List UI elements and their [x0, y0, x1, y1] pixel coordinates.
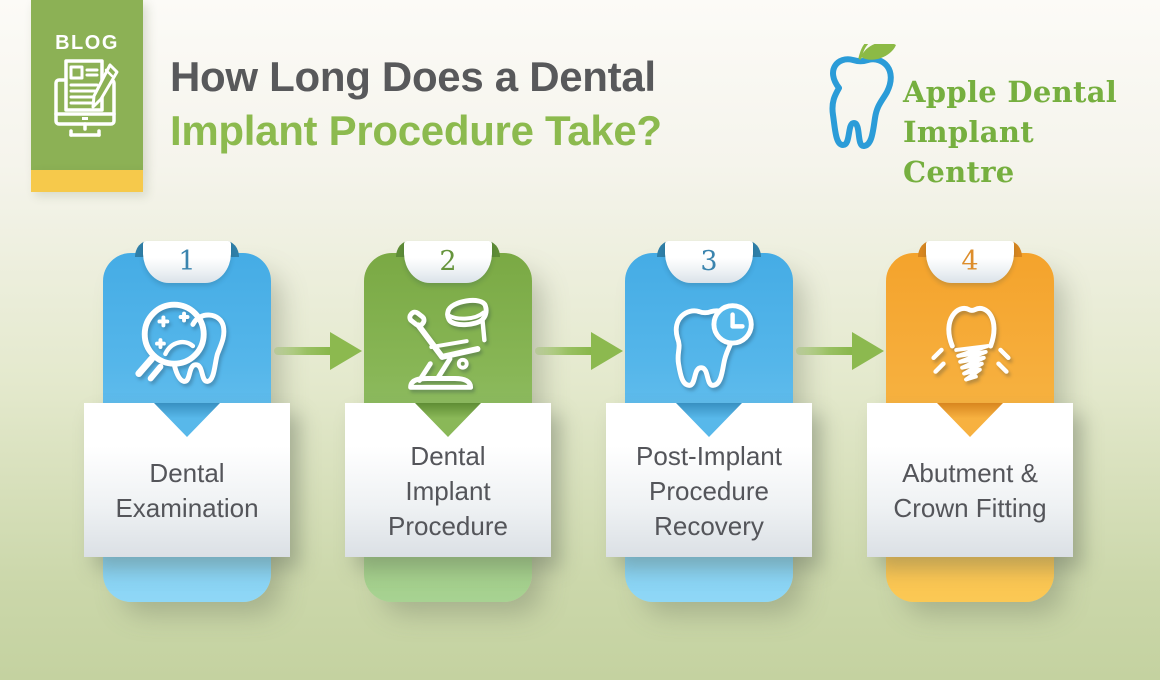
tooth-clock-icon — [650, 289, 768, 407]
blog-badge-label: BLOG — [55, 32, 119, 54]
blog-badge: BLOG — [31, 0, 143, 170]
step-label-line: Post-Implant — [636, 440, 782, 471]
step-label-line: Procedure — [649, 475, 769, 506]
logo-line2: Implant Centre — [903, 115, 1034, 189]
blog-badge-yellow-strip — [31, 170, 143, 192]
step-number: 2 — [439, 246, 457, 277]
step-label-line: Examination — [115, 493, 259, 523]
page-title-line1: How Long Does a Dental — [170, 53, 656, 100]
step-number: 1 — [178, 246, 196, 277]
step-label-line: Recovery — [654, 510, 764, 541]
dental-chair-icon — [389, 289, 507, 407]
step-number-ribbon: 1 — [143, 241, 231, 283]
flow-arrow-icon — [274, 332, 362, 370]
logo-line1: Apple Dental — [903, 75, 1118, 109]
step-label-line: Dental — [149, 458, 225, 488]
tooth-magnifier-icon — [128, 289, 246, 407]
implant-screw-icon — [911, 289, 1029, 407]
step-label-line: Implant — [405, 475, 491, 506]
step-number: 4 — [961, 246, 979, 277]
step-label-line: Crown Fitting — [893, 493, 1047, 523]
step-label-line: Abutment & — [902, 458, 1038, 488]
page-title: How Long Does a Dental Implant Procedure… — [170, 50, 662, 158]
step-number-ribbon: 4 — [926, 241, 1014, 283]
blog-post-icon — [54, 59, 119, 137]
apple-tooth-logo-icon — [829, 44, 896, 149]
flow-arrow-icon — [535, 332, 623, 370]
step-number-ribbon: 3 — [665, 241, 753, 283]
step-label-line: Procedure — [388, 510, 508, 541]
logo-wordmark: Apple Dental Implant Centre — [903, 72, 1153, 192]
step-number-ribbon: 2 — [404, 241, 492, 283]
flow-arrow-icon — [796, 332, 884, 370]
page-title-line2: Implant Procedure Take? — [170, 107, 662, 154]
step-number: 3 — [700, 246, 718, 277]
step-label-line: Dental — [410, 440, 486, 471]
